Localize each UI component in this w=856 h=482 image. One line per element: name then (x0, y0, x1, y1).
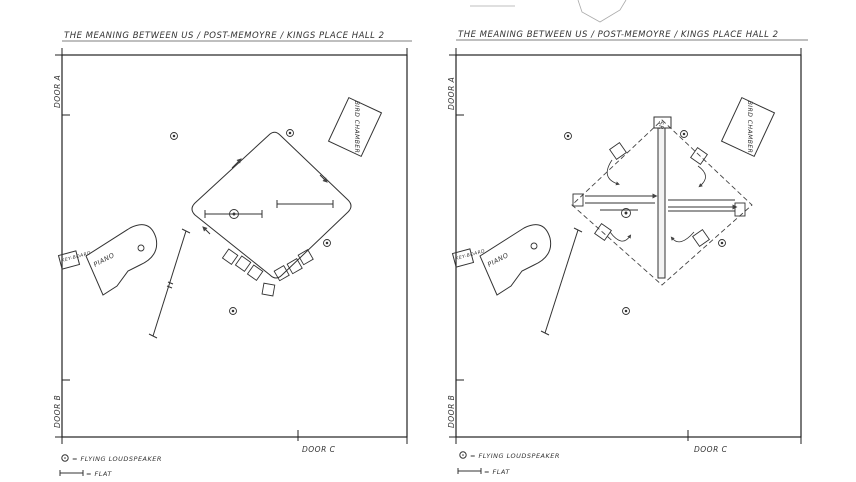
piano-label: PIANO (92, 251, 116, 269)
speaker-boxes (572, 142, 746, 247)
loudspeaker-icon (323, 239, 331, 247)
loudspeaker-icon (137, 244, 145, 252)
cross-paths (585, 127, 738, 279)
legend-speaker: = FLYING LOUDSPEAKER (470, 452, 560, 460)
legend-flat: = FLAT (484, 468, 510, 476)
flats (148, 200, 334, 339)
piano: PIANO KEY-BOARD (57, 224, 158, 296)
loudspeaker-icon (170, 132, 178, 140)
speaker-boxes (221, 248, 314, 297)
door-a-label: DOOR A (53, 75, 62, 108)
sheet-title: THE MEANING BETWEEN US / POST-MEMOYRE / … (458, 30, 779, 40)
legend: = FLYING LOUDSPEAKER = FLAT (457, 451, 560, 476)
movement-arcs (606, 159, 706, 243)
bird-chamber: BIRD CHAMBER (720, 96, 776, 158)
sheet-right: THE MEANING BETWEEN US / POST-MEMOYRE / … (447, 0, 808, 476)
room-outline (61, 54, 408, 438)
sheet-left: THE MEANING BETWEEN US / POST-MEMOYRE / … (53, 31, 412, 478)
loudspeaker-icon (680, 130, 688, 138)
legend: = FLYING LOUDSPEAKER = FLAT (59, 454, 162, 478)
loudspeaker-icon (718, 239, 726, 247)
bird-chamber-label: BIRD CHAMBER (746, 101, 753, 154)
legend-speaker: = FLYING LOUDSPEAKER (72, 455, 162, 463)
sr-box (653, 116, 672, 129)
loudspeaker-icon (564, 132, 572, 140)
loudspeaker-icon (621, 208, 631, 218)
door-c-label: DOOR C (694, 445, 728, 454)
flying-loudspeakers (137, 129, 331, 315)
performer-path (191, 131, 352, 279)
flats (540, 227, 583, 336)
piano-label: PIANO (486, 251, 510, 269)
door-c-label: DOOR C (302, 445, 336, 454)
bird-chamber-label: BIRD CHAMBER (353, 101, 360, 154)
loudspeaker-icon (286, 129, 294, 137)
legend-flat: = FLAT (86, 470, 112, 478)
flying-loudspeakers (530, 130, 726, 315)
loudspeaker-icon (530, 242, 538, 250)
dashed-diamond-path (571, 119, 753, 286)
piano: PIANO KEY-BOARD (451, 224, 552, 296)
loudspeaker-icon (622, 307, 630, 315)
loudspeaker-icon (229, 307, 237, 315)
sheet-title: THE MEANING BETWEEN US / POST-MEMOYRE / … (64, 31, 385, 41)
door-b-label: DOOR B (53, 395, 62, 428)
partial-sketch-top (470, 0, 627, 23)
door-b-label: DOOR B (447, 395, 456, 428)
bird-chamber: BIRD CHAMBER (327, 96, 383, 158)
room-outline (455, 54, 802, 438)
sr-label: SR (657, 121, 664, 130)
door-a-label: DOOR A (447, 77, 456, 110)
